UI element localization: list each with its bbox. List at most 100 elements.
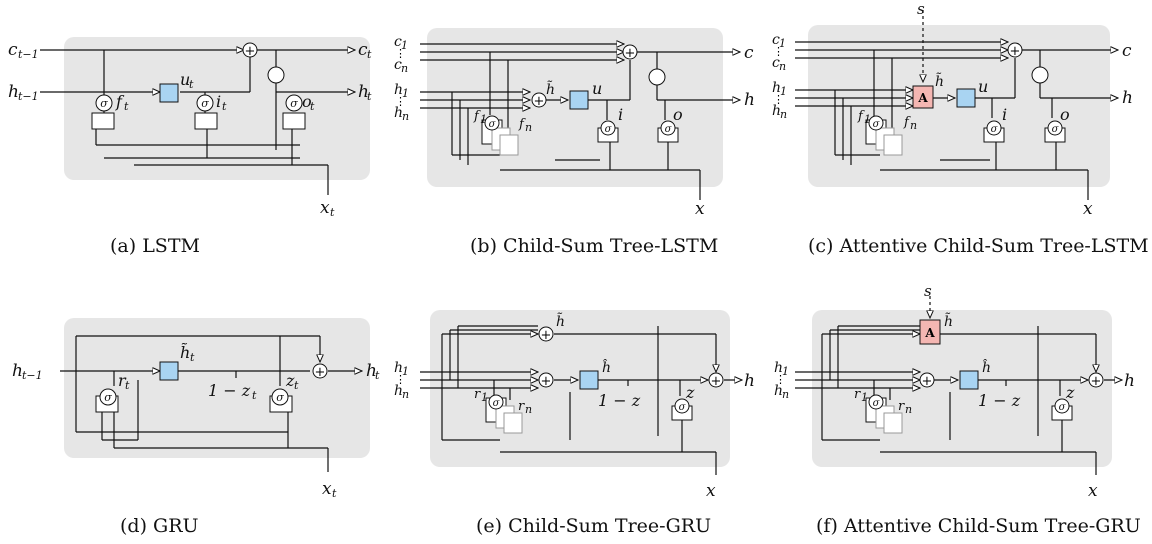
sum-node-c [1007,42,1023,58]
svg-text:t: t [189,78,194,91]
panel-attentive-tree-lstm: σ σ σ A + s c 1 ⋮ c n h 1 ⋮ h n c h x [772,0,1149,257]
label-htilde: h̃ [546,80,555,98]
svg-text:t: t [294,379,299,392]
reset-gates: σ [865,394,903,434]
label-i: i [1002,105,1007,124]
label-hhat: ĥ [602,358,611,376]
label-h: h [1124,371,1135,391]
label-one-minus-z: 1 − z [598,391,641,410]
svg-text:⋮: ⋮ [775,373,786,386]
svg-text:n: n [905,403,912,416]
label-x: x [1083,199,1093,219]
panel-lstm: σ σ σ + c t−1 h t−1 c t h t x t f t i t … [8,37,372,257]
svg-text:f: f [857,109,865,124]
svg-text:t: t [367,90,372,103]
svg-text:+: + [922,374,933,389]
svg-text:1: 1 [780,85,787,98]
svg-text:+: + [315,365,326,380]
tanh-cell [267,66,285,84]
update-gate: σ [269,388,293,413]
label-x: x [706,481,716,501]
sum-node-top [538,326,554,342]
label-htilde: h̃ [935,72,944,90]
label-z: z [1065,383,1075,402]
label-ft: f [115,92,125,111]
svg-text:+: + [541,374,552,389]
svg-text:σ: σ [201,97,209,110]
caption-f: (f) Attentive Child-Sum Tree-GRU [816,515,1141,537]
label-c-prev: c [8,40,18,60]
input-gate: σ [983,120,1005,143]
svg-text:n: n [780,108,787,121]
svg-text:1: 1 [402,87,409,100]
svg-text:σ: σ [873,119,881,130]
label-rt: r [118,371,127,390]
svg-text:σ: σ [873,398,881,409]
caption-c: (c) Attentive Child-Sum Tree-LSTM [808,235,1149,257]
label-one-minus-zt: 1 − z [208,381,251,400]
svg-text:σ: σ [679,402,687,413]
svg-text:+: + [541,328,552,343]
label-htilde: h̃ [556,312,565,330]
svg-text:1: 1 [861,391,868,404]
svg-text:⋮: ⋮ [395,95,406,108]
svg-text:⋮: ⋮ [773,45,784,58]
svg-text:t: t [332,487,337,500]
label-c: c [744,43,754,63]
sum-node-mid [538,372,554,388]
label-h-prev: h [8,82,19,102]
svg-text:n: n [525,121,532,134]
svg-text:h: h [394,82,403,98]
label-one-minus-z: 1 − z [978,391,1021,410]
panel-background [64,318,370,458]
label-o: o [1060,105,1070,124]
caption-d: (d) GRU [120,515,199,537]
label-x: x [695,199,705,219]
svg-text:+: + [1091,374,1102,389]
label-htilde: h̃ [944,312,953,330]
tanh-block [959,370,979,390]
label-h-prev: h [12,361,23,381]
reset-gates: σ [485,394,523,434]
svg-text:t: t [125,379,130,392]
forget-gates: σ [865,115,903,156]
label-z: z [685,383,695,402]
sum-node-h [531,92,547,108]
label-htilde-t: h̃ [180,343,190,362]
output-gate: σ [282,94,306,130]
svg-text:n: n [910,119,917,132]
svg-text:σ: σ [290,97,298,110]
svg-text:t: t [310,100,315,113]
label-s: s [924,282,932,300]
svg-text:σ: σ [104,391,112,404]
label-ct: c [358,40,368,60]
panel-background [64,37,370,180]
svg-text:c: c [772,32,780,48]
label-ht: h [358,82,369,102]
label-x: x [1088,481,1098,501]
svg-text:t−1: t−1 [18,48,39,61]
tanh-block [956,88,976,108]
update-gate: σ [671,398,693,421]
svg-text:σ: σ [1059,402,1067,413]
sum-node [312,363,328,379]
svg-text:⋮: ⋮ [773,93,784,106]
input-gate: σ [194,94,218,130]
label-zt: z [285,371,295,390]
label-xt: x [320,198,330,218]
tanh-block [159,361,179,381]
label-it: i [216,92,221,111]
label-h: h [744,371,755,391]
svg-text:r: r [898,399,905,414]
label-ht: h [366,361,377,381]
svg-text:1: 1 [782,365,789,378]
caption-e: (e) Child-Sum Tree-GRU [476,515,711,537]
svg-text:h: h [772,80,781,96]
svg-text:+: + [1010,44,1021,59]
output-gate: σ [657,120,679,143]
svg-text:r: r [854,387,861,402]
svg-text:1: 1 [401,39,408,52]
svg-text:t: t [330,206,335,219]
svg-text:r: r [518,399,525,414]
panel-child-sum-tree-lstm: σ σ σ + + c 1 ⋮ c n h 1 ⋮ h n c h x u h̃… [394,28,755,257]
